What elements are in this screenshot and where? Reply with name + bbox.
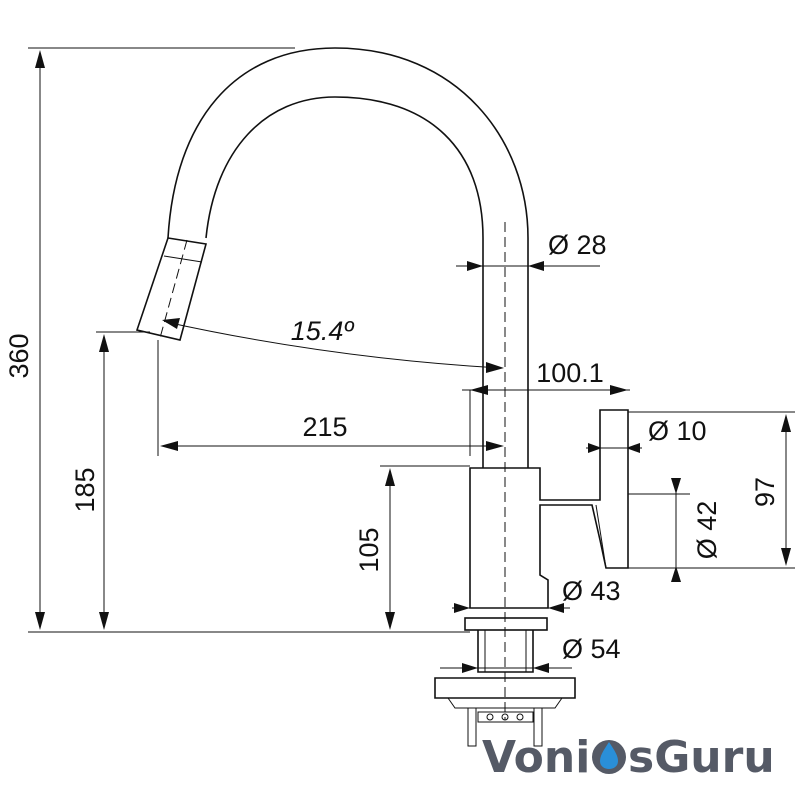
dim-spout-diameter: Ø 28 [548,230,607,260]
dim-base-diameter: Ø 43 [562,576,621,606]
dim-reach: 215 [302,412,347,442]
dim-body-height: 105 [354,527,384,572]
dim-total-height: 360 [4,333,34,378]
dim-spout-height: 185 [70,467,100,512]
water-drop-icon [592,740,626,774]
dim-handle-diameter: Ø 42 [692,501,722,560]
logo-text-left: Voni [482,732,590,783]
faucet-body [469,409,629,609]
dim-angle: 15.4º [291,316,355,346]
dim-lever-diameter: Ø 10 [648,416,707,446]
dimension-labels: 360 185 105 215 15.4º Ø 28 100.1 Ø 10 97… [4,230,780,664]
logo-text-right: sGuru [628,732,775,783]
dim-lever-offset: 100.1 [536,358,604,388]
extension-lines [28,47,795,633]
dim-mount-diameter: Ø 54 [562,634,621,664]
dimension-lines [35,50,791,673]
mounting-plate [434,677,576,699]
faucet-outline [135,47,629,747]
spray-head [135,237,208,341]
base-flange [464,617,548,631]
dim-lever-height: 97 [750,477,780,507]
spout-outer-edge [167,47,529,468]
spout-inner-edge [205,96,484,468]
watermark-logo: Voni sGuru [482,732,775,783]
mounting-bolts [467,707,543,747]
